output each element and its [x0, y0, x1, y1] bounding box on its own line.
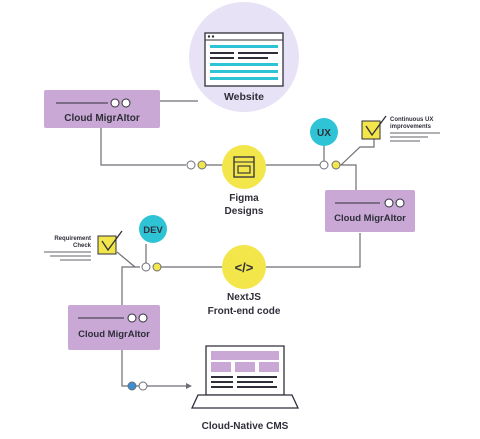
dev-group: DEV Requirement Check	[44, 215, 167, 272]
migrator-bottom-card: Cloud MigrAItor	[68, 305, 160, 350]
status-dot-icon	[138, 313, 148, 323]
line-nextjs-migrator	[121, 266, 140, 305]
ux-group: UX Continuous UX improvements	[310, 115, 440, 170]
connector-dot-icon	[319, 160, 329, 170]
migrator-mid-card: Cloud MigrAItor	[325, 190, 415, 232]
line-dev-check	[116, 251, 136, 268]
nextjs-label-line1: NextJS	[227, 292, 261, 303]
migrator-bottom-box	[68, 305, 160, 350]
status-dot-icon	[121, 98, 131, 108]
dev-badge	[139, 215, 167, 243]
connector-dot-icon	[127, 381, 137, 391]
design-frame-icon	[233, 156, 255, 178]
migrator-bottom-label: Cloud MigrAItor	[78, 329, 150, 340]
nextjs-node: </> NextJS Front-end code	[208, 245, 281, 317]
status-dot-icon	[110, 98, 120, 108]
migrator-top-card: Cloud MigrAItor	[44, 90, 160, 128]
cms-node: Cloud-Native CMS	[190, 345, 300, 432]
migrator-top-label: Cloud MigrAItor	[64, 113, 140, 124]
nextjs-label-line2: Front-end code	[208, 306, 281, 317]
migrator-mid-label: Cloud MigrAItor	[334, 213, 406, 224]
line-ux-migrator	[340, 164, 357, 190]
status-dot-icon	[384, 198, 394, 208]
arrowhead-cms	[186, 383, 192, 389]
connector-dot-icon	[197, 160, 207, 170]
ux-badge-label: UX	[317, 128, 331, 139]
figma-label-line2: Designs	[225, 206, 264, 217]
line-migrator-cms	[121, 350, 186, 387]
checkmark-icon	[365, 115, 387, 137]
dev-badge-label: DEV	[143, 225, 163, 236]
checkmark-icon	[101, 230, 123, 252]
status-dot-icon	[395, 198, 405, 208]
line-ux-check	[340, 139, 375, 166]
req-note-line1: Requirement	[54, 236, 91, 242]
status-dot-icon	[127, 313, 137, 323]
figma-node: Figma Designs	[186, 145, 266, 217]
figma-label-line1: Figma	[229, 193, 259, 204]
laptop-base-icon	[190, 394, 300, 409]
connector-dot-icon	[186, 160, 196, 170]
cms-label: Cloud-Native CMS	[202, 421, 289, 432]
website-node: Website	[189, 2, 299, 112]
connector-dot-icon	[138, 381, 148, 391]
ux-badge	[310, 118, 338, 146]
req-note-line2: Check	[73, 243, 92, 249]
website-label: Website	[224, 91, 264, 103]
ux-note-line1: Continuous UX	[390, 117, 433, 123]
migrator-top-box	[44, 90, 160, 128]
figma-circle	[222, 145, 266, 189]
nextjs-circle	[222, 245, 266, 289]
code-icon: </>	[235, 260, 254, 275]
line-migrator-figma	[100, 128, 186, 166]
checkbox-icon	[361, 120, 381, 140]
migrator-mid-box	[325, 190, 415, 232]
checkbox-icon	[97, 235, 117, 255]
connector-dot-icon	[141, 262, 151, 272]
ux-note-line2: improvements	[390, 124, 432, 130]
connector-dot-icon	[331, 160, 341, 170]
connector-dot-icon	[152, 262, 162, 272]
